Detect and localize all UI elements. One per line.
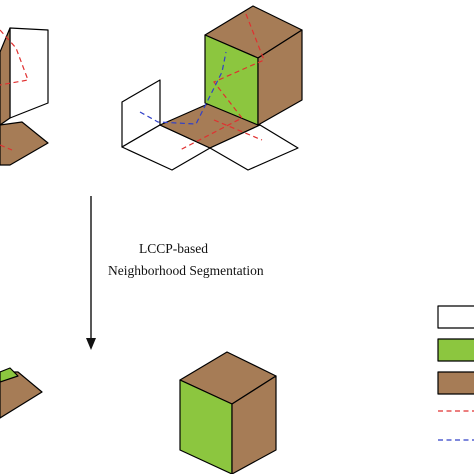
- top-left-red-dashed-floor: [0, 144, 13, 151]
- top-right-red-dashed-floor: [213, 119, 263, 141]
- top-left-floor: [0, 121, 49, 166]
- floor-tile-right: [209, 124, 299, 171]
- legend-swatch-convex: [437, 338, 474, 362]
- cube-right-face: [257, 29, 303, 126]
- top-left-brown-face: [0, 27, 11, 126]
- top-right-blue-dashed: [139, 51, 227, 125]
- top-left-scene: [0, 27, 49, 166]
- segmentation-arrow: [86, 196, 96, 350]
- bottom-left-result: [0, 367, 43, 419]
- top-right-red-dashed: [179, 13, 265, 151]
- top-left-red-dashed: [0, 29, 29, 86]
- arrow-head: [86, 338, 96, 350]
- result-cube-right: [231, 375, 277, 474]
- legend-swatch-planar: [437, 305, 474, 329]
- bottom-center-result: [179, 351, 277, 474]
- annotation-line2: Neighborhood Segmentation: [108, 263, 264, 278]
- bottom-left-green-patch: [0, 367, 19, 383]
- annotation-line1: LCCP-based: [139, 241, 208, 256]
- result-cube-left: [179, 379, 233, 474]
- legend: [437, 305, 474, 441]
- top-right-scene: [121, 5, 303, 171]
- legend-swatch-brown: [437, 371, 474, 395]
- top-left-white-panel: [9, 27, 49, 119]
